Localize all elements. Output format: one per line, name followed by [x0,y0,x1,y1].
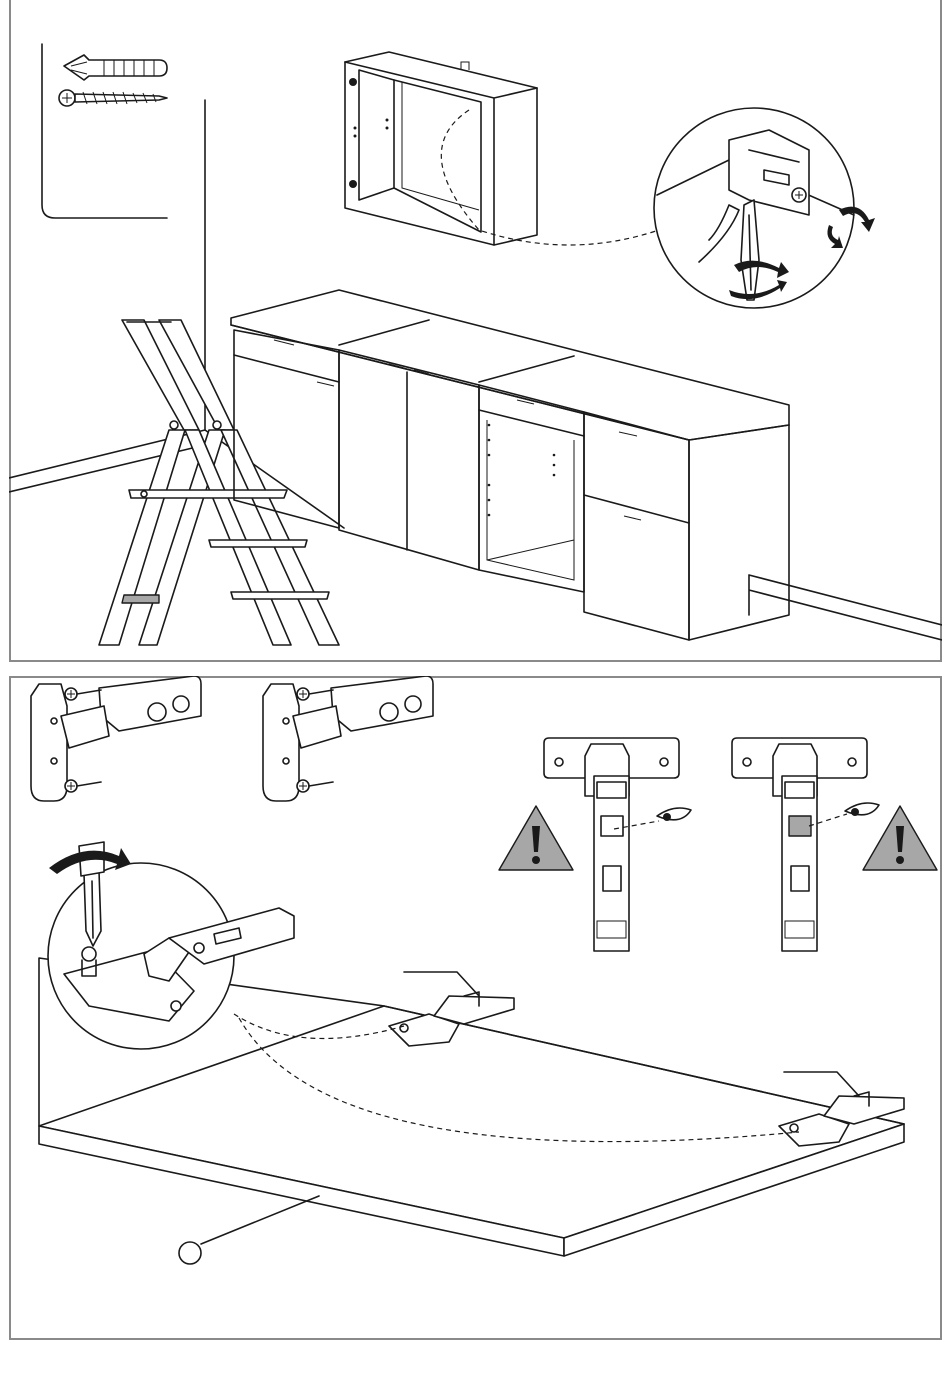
wood-screw-icon [59,90,167,106]
bracket-detail-circle [654,108,875,308]
cabinet-hinge [31,676,201,801]
step-ladder [99,320,339,645]
door-hinge-illustration [9,676,942,1340]
panel-wall-cabinet-mounting [9,0,942,662]
wall-plug-icon [64,55,167,80]
eye-icon [657,808,691,821]
skirting-right [749,575,942,640]
warning-triangle-icon [863,806,937,870]
hardware-box [42,44,167,218]
warning-triangle-icon [499,806,573,870]
part-callout-circle [179,1196,319,1264]
eye-icon [845,803,879,816]
hinge-adjustment-view-correct [732,738,879,951]
cabinet-hinge [263,676,433,801]
wall-cabinet [345,52,537,245]
panel-door-hinge-mounting [9,676,942,1340]
hinge-adjustment-view-incorrect [544,738,691,951]
base-cabinet-row [231,290,789,640]
wall-cabinet-illustration [9,0,942,662]
